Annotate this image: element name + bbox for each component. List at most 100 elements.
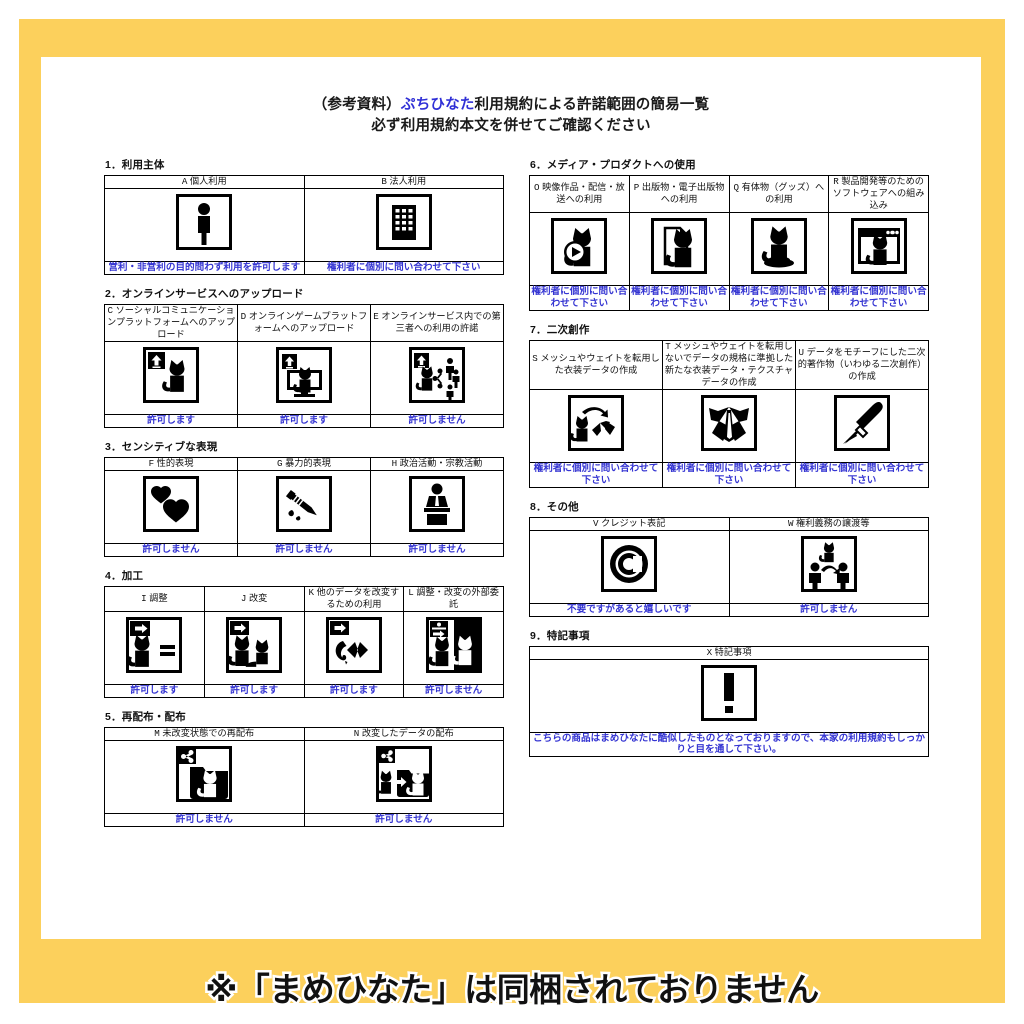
cell-permission-D: 許可します	[237, 413, 371, 428]
cell-label: Q	[733, 181, 739, 193]
cell-title: 調整・改変の外部委託	[416, 586, 499, 609]
cell-permission-V: 不要ですがあると嬉しいです	[529, 602, 730, 617]
cell-header-T: T メッシュやウェイトを転用しないでデータの規格に準拠した新たな衣装データ・テク…	[662, 339, 796, 390]
cell-header-D: D オンラインゲームプラットフォームへのアップロード	[237, 303, 371, 342]
cell-header-O: O 映像作品・配信・放送への利用	[529, 175, 630, 213]
cell-label: C	[107, 304, 114, 316]
cell-header-H: H 政治活動・宗教活動	[370, 456, 504, 471]
cell-label: X	[706, 646, 713, 658]
upload-cat-icon	[143, 347, 199, 404]
cell-icon-H	[370, 469, 504, 544]
cell-icon-A	[104, 187, 305, 262]
cell-icon-V	[529, 529, 730, 604]
cell-title: 暴力的表現	[285, 457, 331, 468]
table-permission-row: 許可しません許可しません	[104, 812, 504, 827]
cell-permission-L: 許可しません	[403, 683, 504, 698]
cell-header-P: P 出版物・電子出版物への利用	[628, 175, 730, 213]
section-heading: 7．二次創作	[530, 323, 590, 336]
table-header-row: X 特記事項	[529, 645, 929, 660]
cell-header-G: G 暴力的表現	[237, 456, 371, 471]
cell-icon-O	[529, 211, 630, 286]
cell-permission-X: こちらの商品はまめひなたに酷似したものとなっておりますので、本家の利用規約もしっ…	[529, 731, 929, 758]
cell-permission-H: 許可しません	[370, 542, 504, 557]
share-folder-cat-icon	[176, 746, 233, 803]
cell-icon-L	[403, 610, 504, 685]
table-permission-row: 不要ですがあると嬉しいです許可しません	[529, 602, 929, 617]
cell-icon-Q	[728, 211, 830, 286]
section-heading: 6．メディア・プロダクトへの使用	[530, 159, 696, 171]
podium-speaker-icon	[409, 476, 465, 533]
cell-permission-O: 権利者に個別に問い合わせて下さい	[529, 284, 630, 311]
cell-header-R: R 製品開発等のためのソフトウェアへの組み込み	[828, 175, 929, 213]
arrow-cat-outsource-icon	[425, 617, 482, 674]
cell-icon-D	[237, 340, 371, 415]
table-permission-row: 営利・非営利の目的問わず利用を許可します権利者に個別に問い合わせて下さい	[104, 260, 504, 275]
banner-text: ※「まめひなた」は同梱されておりません	[203, 969, 822, 1011]
cell-header-S: S メッシュやウェイトを転用した衣装データの作成	[529, 339, 663, 390]
title-line-2: 必ず利用規約本文を併せてご確認ください	[371, 118, 651, 135]
cell-permission-B: 権利者に個別に問い合わせて下さい	[303, 260, 504, 275]
cell-title: メッシュやウェイトを転用した衣装データの作成	[540, 352, 660, 375]
cell-header-W: W 権利義務の譲渡等	[728, 516, 929, 531]
cell-header-Q: Q 有体物（グッズ）への利用	[728, 175, 830, 213]
cell-icon-F	[104, 469, 238, 544]
cell-permission-T: 権利者に個別に問い合わせて下さい	[662, 461, 796, 488]
cell-title: 調整	[149, 592, 168, 603]
cell-label: K	[308, 586, 314, 598]
cell-permission-U: 権利者に個別に問い合わせて下さい	[795, 461, 929, 488]
hearts-icon	[143, 476, 199, 533]
cell-icon-W	[728, 529, 929, 604]
cell-header-V: V クレジット表記	[529, 516, 730, 531]
table-icon-row	[104, 610, 504, 685]
cell-title: 映像作品・配信・放送への利用	[542, 181, 625, 204]
cell-header-A: A 個人利用	[104, 175, 305, 189]
cell-permission-Q: 権利者に個別に問い合わせて下さい	[728, 284, 830, 311]
cat-play-button-icon	[551, 218, 608, 275]
section-heading: 2．オンラインサービスへのアップロード	[105, 287, 304, 300]
cell-icon-S	[529, 388, 663, 463]
cell-icon-T	[662, 388, 796, 463]
cell-label: M	[154, 727, 160, 739]
table-permission-row: 権利者に個別に問い合わせて下さい権利者に個別に問い合わせて下さい権利者に個別に問…	[529, 461, 929, 488]
cell-header-I: I 調整	[104, 585, 205, 612]
cell-header-N: N 改変したデータの配布	[303, 726, 504, 741]
paintbrush-icon	[834, 395, 890, 452]
cell-title: 権利義務の譲渡等	[796, 517, 870, 528]
cell-title: データをモチーフにした二次的著作物（いわゆる二次創作）の作成	[797, 346, 927, 381]
cell-icon-E	[370, 340, 504, 415]
section-heading: 1．利用主体	[105, 159, 165, 171]
cell-label: O	[533, 181, 540, 193]
cat-app-window-icon	[850, 218, 907, 275]
cell-icon-B	[303, 187, 504, 262]
cell-label: N	[353, 727, 360, 739]
page-title: （参考資料）ぷちひなた利用規約による許諾範囲の簡易一覧 必ず利用規約本文を併せて…	[41, 95, 981, 137]
table-icon-row	[104, 469, 504, 544]
cell-label: H	[391, 457, 398, 469]
document-paper: （参考資料）ぷちひなた利用規約による許諾範囲の簡易一覧 必ず利用規約本文を併せて…	[41, 57, 981, 939]
cell-label: L	[408, 586, 414, 598]
bottom-banner: ※「まめひなた」は同梱されておりません	[0, 956, 1024, 1018]
arrow-cat-equals-icon	[126, 617, 183, 674]
table-permission-row: 許可します許可します許可します許可しません	[104, 683, 504, 698]
cell-permission-F: 許可しません	[104, 542, 238, 557]
cell-header-X: X 特記事項	[529, 645, 929, 660]
table-permission-row: 許可しません許可しません許可しません	[104, 542, 504, 557]
cell-title: 他のデータを改変するための利用	[316, 586, 400, 609]
table-icon-row	[529, 211, 929, 286]
table-icon-row	[104, 187, 504, 262]
cell-icon-C	[104, 340, 238, 415]
cell-label: B	[381, 176, 387, 187]
person-icon	[176, 194, 233, 251]
